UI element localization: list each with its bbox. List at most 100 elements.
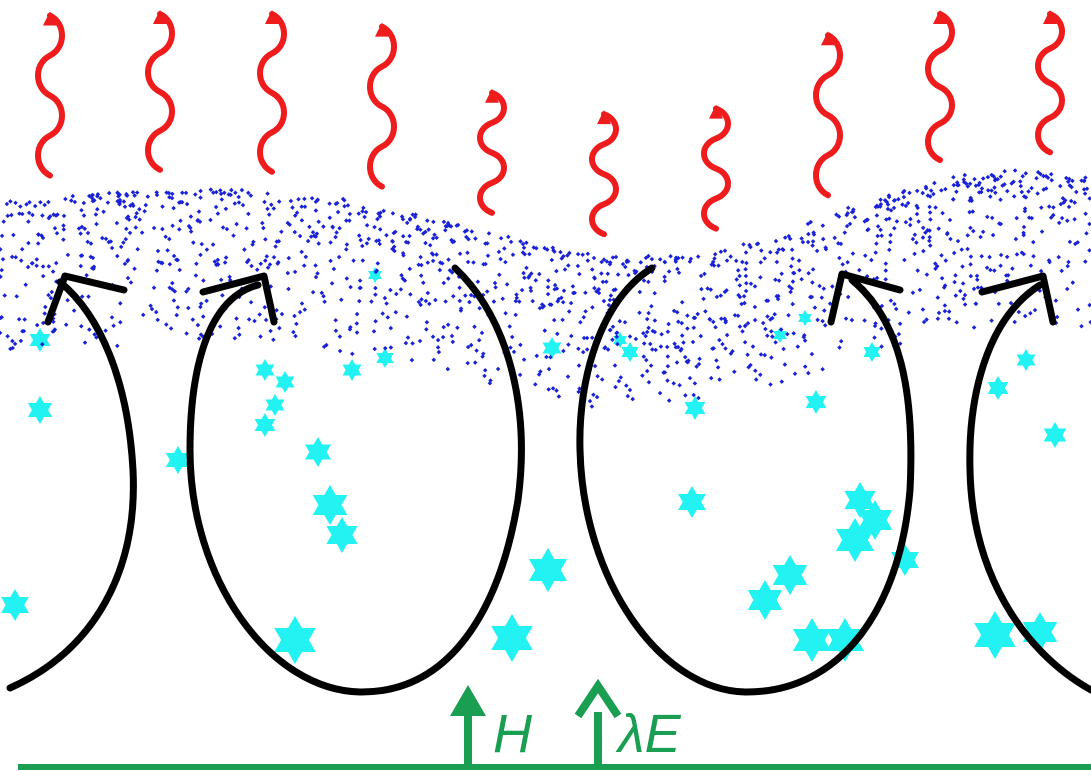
- cloud-dot: [167, 237, 172, 242]
- cloud-dot: [683, 355, 688, 360]
- cloud-dot: [233, 336, 238, 341]
- cloud-dot: [156, 249, 161, 254]
- cloud-dot: [975, 274, 980, 279]
- cloud-dot: [650, 257, 655, 262]
- cloud-dot: [939, 253, 944, 258]
- cloud-dot: [593, 364, 598, 369]
- cloud-dot: [869, 258, 874, 263]
- cloud-dot: [220, 197, 225, 202]
- cloud-dot: [391, 211, 396, 216]
- cloud-dot: [1084, 231, 1089, 236]
- cloud-dot: [272, 255, 277, 260]
- cloud-dot: [1060, 216, 1065, 221]
- cloud-dot: [19, 339, 24, 344]
- cloud-dot: [262, 200, 267, 205]
- cloud-dot: [155, 193, 160, 198]
- cloud-dot: [806, 371, 811, 376]
- cloud-dot: [322, 300, 327, 305]
- cloud-dot: [908, 217, 913, 222]
- cloud-dot: [638, 290, 643, 295]
- cloud-dot: [224, 207, 229, 212]
- cloud-dot: [971, 229, 976, 234]
- cloud-dot: [223, 260, 228, 265]
- cloud-dot: [410, 358, 415, 363]
- cloud-dot: [768, 382, 773, 387]
- cloud-dot: [197, 209, 202, 214]
- cloud-dot: [2, 293, 7, 298]
- cloud-dot: [30, 261, 35, 266]
- cloud-dot: [1072, 217, 1077, 222]
- cloud-dot: [734, 259, 739, 264]
- cloud-dot: [884, 268, 889, 273]
- cloud-dot: [762, 256, 767, 261]
- cloud-dot: [1085, 187, 1090, 192]
- cloud-dot: [555, 332, 560, 337]
- cloud-dot: [244, 226, 249, 231]
- cloud-dot: [135, 247, 140, 252]
- cloud-dot: [1087, 196, 1091, 201]
- cloud-dot: [872, 335, 877, 340]
- cloud-dot: [586, 252, 591, 257]
- cloud-dot: [600, 377, 605, 382]
- cloud-dot: [929, 188, 934, 193]
- cloud-dot: [110, 246, 115, 251]
- cloud-dot: [965, 233, 970, 238]
- cloud-dot: [665, 345, 670, 350]
- cloud-dot: [209, 187, 214, 192]
- cloud-dot: [121, 240, 126, 245]
- cloud-dot: [646, 311, 651, 316]
- cloud-dot: [753, 369, 758, 374]
- cloud-dot: [609, 293, 614, 298]
- cloud-dot: [22, 317, 27, 322]
- cloud-dot: [939, 188, 944, 193]
- cloud-dot: [878, 228, 883, 233]
- cloud-dot: [172, 298, 177, 303]
- cloud-dot: [298, 234, 303, 239]
- cloud-dot: [438, 268, 443, 273]
- cloud-dot: [646, 280, 651, 285]
- cloud-dot: [1056, 255, 1061, 260]
- cloud-dot: [986, 175, 991, 180]
- cloud-dot: [123, 205, 128, 210]
- cloud-dot: [862, 318, 867, 323]
- cloud-dot: [502, 246, 507, 251]
- cloud-dot: [790, 302, 795, 307]
- cloud-dot: [763, 353, 768, 358]
- cloud-dot: [810, 243, 815, 248]
- cloud-dot: [590, 267, 595, 272]
- cloud-dot: [677, 383, 682, 388]
- cloud-dot: [365, 223, 370, 228]
- cloud-dot: [94, 212, 99, 217]
- cloud-dot: [191, 317, 196, 322]
- cloud-dot: [269, 203, 274, 208]
- cloud-dot: [79, 208, 84, 213]
- cloud-dot: [34, 264, 39, 269]
- cloud-dot: [473, 236, 478, 241]
- radiation-squiggle: [148, 14, 172, 170]
- cloud-dot: [40, 213, 45, 218]
- cloud-dot: [71, 194, 76, 199]
- cloud-dot: [1022, 225, 1027, 230]
- cloud-dot: [344, 247, 349, 252]
- cloud-dot: [171, 206, 176, 211]
- cloud-dot: [947, 317, 952, 322]
- radiation-squiggle: [370, 27, 394, 187]
- cloud-dot: [61, 237, 66, 242]
- cloud-dot: [554, 269, 559, 274]
- cloud-dot: [0, 331, 2, 336]
- cloud-dot: [642, 341, 647, 346]
- cloud-dot: [498, 257, 503, 262]
- cloud-dot: [482, 374, 487, 379]
- cloud-dot: [441, 325, 446, 330]
- cloud-dot: [419, 263, 424, 268]
- cloud-dot: [518, 343, 523, 348]
- cloud-dot: [426, 227, 431, 232]
- cloud-dot: [372, 347, 377, 352]
- cloud-dot: [554, 388, 559, 393]
- cloud-dot: [820, 367, 825, 372]
- cloud-dot: [168, 262, 173, 267]
- cloud-dot: [608, 298, 613, 303]
- cloud-dot: [783, 362, 788, 367]
- cloud-dot: [725, 258, 730, 263]
- cloud-dot: [503, 311, 508, 316]
